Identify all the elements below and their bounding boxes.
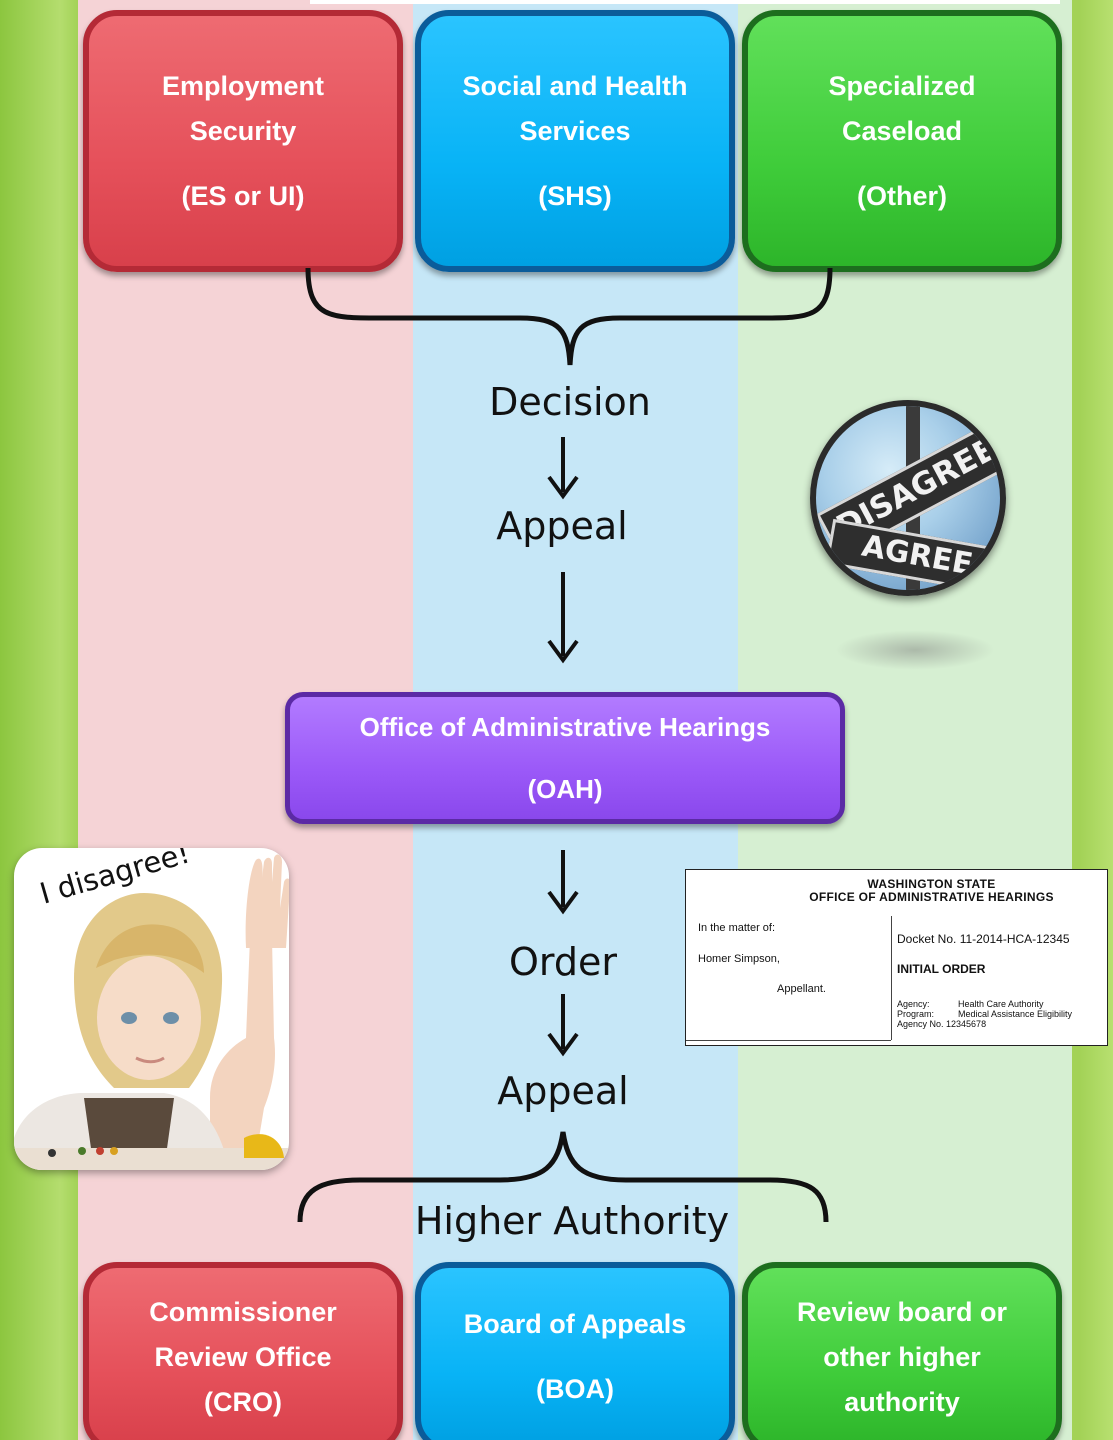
top-strip bbox=[310, 0, 1060, 4]
box-label: (ES or UI) bbox=[181, 180, 305, 211]
flow-label-appeal: Appeal bbox=[497, 1069, 629, 1113]
box-label: authority bbox=[844, 1386, 960, 1417]
doc-agency-value: Health Care Authority bbox=[958, 999, 1044, 1009]
box-label: Security bbox=[189, 115, 297, 146]
box-label: other higher bbox=[823, 1341, 981, 1372]
box-label: (Other) bbox=[857, 180, 947, 211]
doc-agency-no: Agency No. 12345678 bbox=[897, 1019, 987, 1029]
box-label: Board of Appeals bbox=[463, 1309, 687, 1339]
child-raising-hand-image: I disagree! bbox=[14, 848, 289, 1170]
box-label: (CRO) bbox=[204, 1386, 282, 1417]
doc-title: INITIAL ORDER bbox=[897, 962, 986, 976]
arrow-decision-appeal bbox=[547, 437, 579, 500]
doc-matter: In the matter of: bbox=[698, 922, 776, 934]
box-label: Office of Administrative Hearings bbox=[359, 712, 771, 742]
bottom-brace bbox=[297, 1131, 829, 1223]
box-label: Specialized bbox=[828, 70, 976, 101]
flow-label-appeal: Appeal bbox=[496, 504, 628, 548]
box-label: Review board or bbox=[796, 1296, 1008, 1327]
doc-docket: Docket No. 11-2014-HCA-12345 bbox=[897, 932, 1070, 946]
box-employment-security: Employment Security (ES or UI) bbox=[83, 10, 403, 272]
doc-header: WASHINGTON STATE bbox=[867, 877, 996, 891]
arrow-appeal-oah bbox=[547, 572, 579, 664]
box-label: Social and Health bbox=[462, 70, 688, 101]
agree-disagree-sign-image: DISAGREE AGREE bbox=[810, 400, 1006, 596]
doc-divider bbox=[891, 916, 892, 1040]
box-office-administrative-hearings: Office of Administrative Hearings (OAH) bbox=[285, 692, 845, 824]
child-illustration bbox=[14, 854, 289, 1170]
flow-label-higher-authority: Higher Authority bbox=[414, 1199, 730, 1243]
box-label: (BOA) bbox=[536, 1374, 614, 1404]
box-label: Services bbox=[519, 115, 631, 146]
box-label: Employment bbox=[161, 70, 325, 101]
box-label: Caseload bbox=[841, 115, 963, 146]
doc-header: OFFICE OF ADMINISTRATIVE HEARINGS bbox=[809, 890, 1054, 904]
box-label: (OAH) bbox=[527, 774, 603, 804]
arrow-oah-order bbox=[547, 850, 579, 915]
box-board-of-appeals: Board of Appeals (BOA) bbox=[415, 1262, 735, 1440]
doc-divider bbox=[686, 1040, 891, 1041]
flow-label-order: Order bbox=[509, 940, 617, 984]
top-brace bbox=[305, 267, 833, 366]
box-label: Commissioner bbox=[149, 1296, 337, 1327]
sign-shadow bbox=[835, 630, 995, 670]
doc-program-label: Program: bbox=[897, 1009, 935, 1019]
doc-agency-label: Agency: bbox=[897, 999, 930, 1009]
doc-appellant-role: Appellant. bbox=[777, 983, 826, 995]
arrow-order-appeal bbox=[547, 994, 579, 1057]
box-commissioner-review-office: Commissioner Review Office (CRO) bbox=[83, 1262, 403, 1440]
box-review-board-higher-authority: Review board or other higher authority bbox=[742, 1262, 1062, 1440]
box-social-health-services: Social and Health Services (SHS) bbox=[415, 10, 735, 272]
doc-program-value: Medical Assistance Eligibility bbox=[958, 1009, 1073, 1019]
doc-appellant-name: Homer Simpson, bbox=[698, 953, 780, 965]
initial-order-document-image: WASHINGTON STATE OFFICE OF ADMINISTRATIV… bbox=[685, 869, 1108, 1046]
box-label: Review Office bbox=[154, 1341, 332, 1372]
box-label: (SHS) bbox=[538, 180, 612, 211]
box-specialized-caseload: Specialized Caseload (Other) bbox=[742, 10, 1062, 272]
flow-label-decision: Decision bbox=[489, 380, 651, 424]
